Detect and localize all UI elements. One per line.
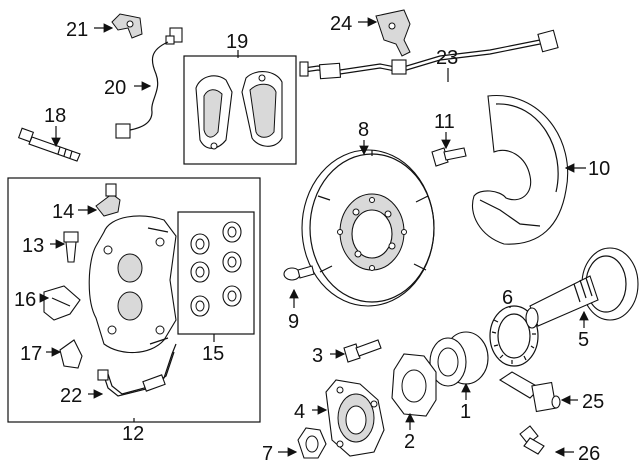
- label-14: 14: [52, 201, 74, 223]
- part-10-dust-shield: [472, 95, 569, 245]
- label-8: 8: [358, 119, 369, 141]
- label-15: 15: [202, 343, 224, 365]
- part-22-brake-line: [97, 343, 177, 397]
- part-5-drive-flange: [525, 247, 639, 329]
- part-2-gasket: [391, 353, 437, 417]
- label-9: 9: [288, 311, 299, 333]
- label-21: 21: [66, 19, 88, 41]
- label-25: 25: [582, 391, 604, 413]
- label-3: 3: [312, 345, 323, 367]
- label-13: 13: [22, 235, 44, 257]
- label-12: 12: [122, 423, 144, 445]
- part-12-brake-caliper: [88, 215, 177, 354]
- part-13-bleeder-valve: [63, 231, 79, 263]
- part-1-wheel-bearing: [429, 331, 489, 387]
- part-7-axle-nut: [297, 427, 327, 459]
- seal-group-frame: [177, 211, 255, 335]
- label-1: 1: [460, 401, 471, 423]
- part-4-wheel-hub: [325, 379, 385, 457]
- part-18-guide-bolt: [17, 127, 81, 162]
- label-10: 10: [588, 158, 610, 180]
- label-22: 22: [60, 385, 82, 407]
- label-5: 5: [578, 329, 589, 351]
- part-6-abs-tone-ring: [489, 305, 539, 367]
- label-24: 24: [330, 13, 352, 35]
- pad-group-frame: [183, 55, 297, 165]
- part-26-sensor-bolt: [519, 425, 545, 455]
- label-19: 19: [226, 31, 248, 53]
- part-16-pad-spring: [43, 285, 81, 321]
- label-11: 11: [434, 111, 455, 133]
- part-19-brake-pads: [195, 71, 283, 150]
- label-17: 17: [20, 343, 42, 365]
- part-14-bleeder-bracket: [95, 183, 121, 217]
- part-24-hose-bracket: [375, 9, 411, 57]
- part-8-brake-rotor: [301, 149, 435, 307]
- label-18: 18: [44, 105, 66, 127]
- label-20: 20: [104, 77, 126, 99]
- part-21-bracket-clip: [111, 13, 143, 39]
- label-6: 6: [502, 287, 513, 309]
- part-11-bolt: [431, 147, 467, 167]
- part-20-wear-sensor: [115, 27, 183, 139]
- part-15-seal-kit: [190, 221, 242, 317]
- label-7: 7: [262, 443, 273, 465]
- part-17-retainer-clip: [59, 339, 83, 369]
- label-16: 16: [14, 289, 36, 311]
- leader-lines: [39, 17, 589, 457]
- part-9-rotor-screw: [283, 265, 315, 281]
- part-3-bolt: [343, 339, 382, 363]
- label-26: 26: [578, 443, 600, 465]
- part-25-abs-sensor: [498, 371, 561, 413]
- label-2: 2: [404, 431, 415, 453]
- label-23: 23: [436, 47, 458, 69]
- part-23-brake-hose: [299, 29, 559, 80]
- label-4: 4: [294, 401, 305, 423]
